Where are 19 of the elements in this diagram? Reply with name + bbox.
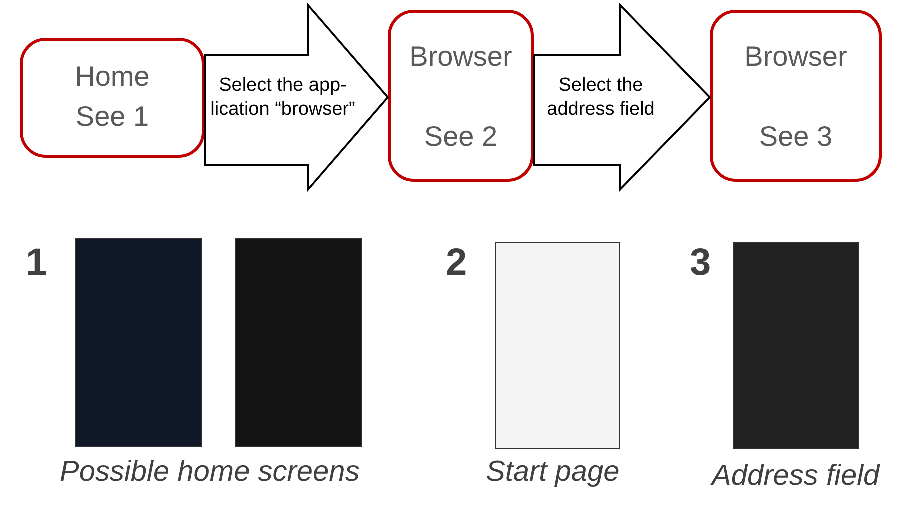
box-text: See 3 (758, 121, 834, 153)
caption: Start page (486, 456, 620, 489)
caption: Possible home screens (60, 456, 360, 489)
box-text: Browser (408, 41, 514, 73)
block-arrow (204, 2, 390, 193)
box-text: Browser (744, 41, 848, 73)
edge-label: Select the app-lication “browser” (210, 74, 356, 122)
step-number: 1 (26, 242, 48, 285)
step-number: 2 (446, 242, 468, 285)
edge-label: Select the address field (546, 74, 656, 122)
caption: Address field (712, 460, 880, 493)
block-arrow (533, 2, 712, 192)
rounded-box (710, 10, 882, 182)
box-text: See 2 (423, 121, 499, 153)
box-text: See 1 (74, 101, 150, 133)
step-number: 3 (690, 242, 712, 285)
rounded-box (388, 10, 534, 182)
box-text: Home (74, 61, 151, 93)
rounded-box (20, 38, 205, 158)
